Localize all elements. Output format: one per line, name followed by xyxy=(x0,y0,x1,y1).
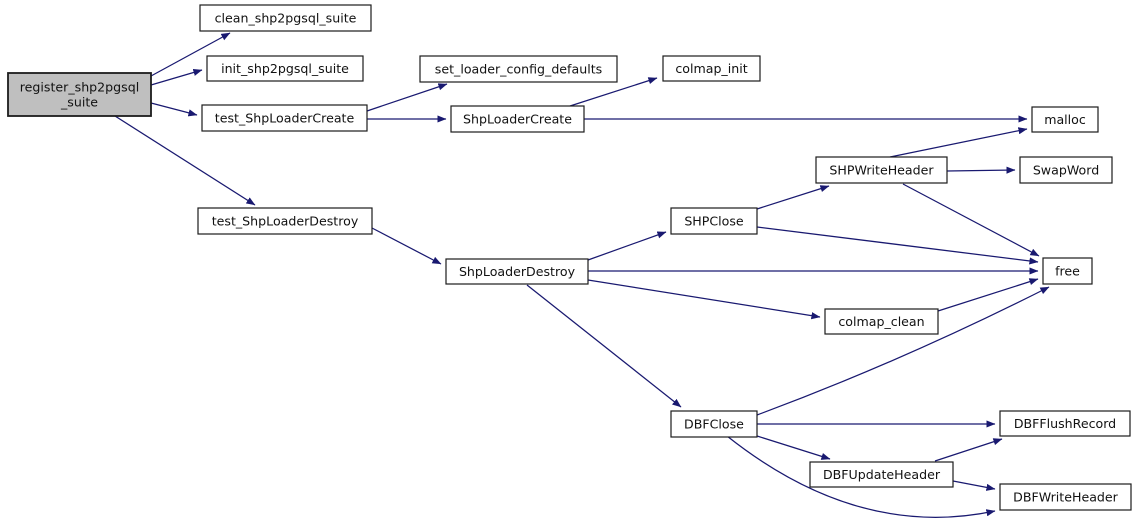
node-box xyxy=(206,55,364,82)
node-label: SHPClose xyxy=(684,214,744,229)
node-label: malloc xyxy=(1044,112,1086,127)
node-label: register_shp2pgsql_suite xyxy=(20,80,139,110)
node-label: SwapWord xyxy=(1033,163,1099,178)
node-malloc[interactable]: malloc xyxy=(1031,106,1099,133)
node-label: clean_shp2pgsql_suite xyxy=(215,11,357,26)
node-clean_shp2pgsql_suite[interactable]: clean_shp2pgsql_suite xyxy=(199,4,372,32)
node-box xyxy=(999,410,1131,437)
node-box xyxy=(197,207,373,235)
node-label: DBFUpdateHeader xyxy=(823,467,941,482)
node-label: colmap_clean xyxy=(838,314,924,329)
edge-colmap_clean-free xyxy=(937,278,1039,312)
node-ShpLoaderCreate[interactable]: ShpLoaderCreate xyxy=(450,105,585,133)
edges-layer xyxy=(114,32,1050,518)
node-init_shp2pgsql_suite[interactable]: init_shp2pgsql_suite xyxy=(206,55,364,82)
edge-DBFUpdateHeader-DBFWriteHeader xyxy=(952,480,996,491)
node-DBFWriteHeader[interactable]: DBFWriteHeader xyxy=(999,483,1132,511)
node-label: test_ShpLoaderCreate xyxy=(215,111,355,126)
node-label: SHPWriteHeader xyxy=(829,163,934,178)
node-DBFUpdateHeader[interactable]: DBFUpdateHeader xyxy=(809,461,954,488)
node-SwapWord[interactable]: SwapWord xyxy=(1019,156,1113,184)
node-test_ShpLoaderCreate[interactable]: test_ShpLoaderCreate xyxy=(201,104,368,132)
node-box xyxy=(824,308,939,335)
node-label: set_loader_config_defaults xyxy=(435,62,602,77)
edge-register_shp2pgsql_suite-test_ShpLoaderCreate xyxy=(150,102,198,117)
node-ShpLoaderDestroy[interactable]: ShpLoaderDestroy xyxy=(445,258,589,285)
node-box xyxy=(201,104,368,132)
nodes-layer: register_shp2pgsql_suite clean_shp2pgsql_… xyxy=(7,4,1132,511)
edge-register_shp2pgsql_suite-test_ShpLoaderDestroy xyxy=(114,115,256,206)
node-DBFFlushRecord[interactable]: DBFFlushRecord xyxy=(999,410,1131,437)
node-register_shp2pgsql_suite: register_shp2pgsql_suite xyxy=(7,72,152,117)
edge-DBFClose-DBFUpdateHeader xyxy=(756,435,831,460)
edge-DBFUpdateHeader-DBFFlushRecord xyxy=(934,438,1003,462)
edge-ShpLoaderCreate-colmap_init xyxy=(569,77,658,107)
node-DBFClose[interactable]: DBFClose xyxy=(670,410,758,438)
edge-SHPClose-SHPWriteHeader xyxy=(756,185,830,210)
node-box xyxy=(815,156,948,184)
node-set_loader_config_defaults[interactable]: set_loader_config_defaults xyxy=(419,55,618,83)
edge-ShpLoaderDestroy-SHPClose xyxy=(587,231,667,261)
node-label: DBFFlushRecord xyxy=(1014,416,1116,431)
node-box xyxy=(7,72,152,117)
edge-register_shp2pgsql_suite-clean_shp2pgsql_suite xyxy=(150,32,231,77)
node-box xyxy=(809,461,954,488)
edge-test_ShpLoaderCreate-set_loader_config_defaults xyxy=(366,83,448,112)
edge-test_ShpLoaderDestroy-ShpLoaderDestroy xyxy=(371,227,442,265)
edge-DBFClose-DBFWriteHeader xyxy=(726,435,996,518)
node-label: init_shp2pgsql_suite xyxy=(221,61,349,76)
node-box xyxy=(1042,257,1093,285)
edge-SHPWriteHeader-free xyxy=(902,183,1040,257)
node-box xyxy=(445,258,589,285)
node-label: ShpLoaderDestroy xyxy=(459,264,576,279)
edge-SHPClose-free xyxy=(756,226,1039,265)
node-colmap_clean[interactable]: colmap_clean xyxy=(824,308,939,335)
node-SHPClose[interactable]: SHPClose xyxy=(670,207,758,235)
node-box xyxy=(1019,156,1113,184)
node-box xyxy=(419,55,618,83)
node-free[interactable]: free xyxy=(1042,257,1093,285)
node-label: free xyxy=(1055,264,1080,279)
node-box xyxy=(199,4,372,32)
node-box xyxy=(662,55,761,82)
edge-SHPWriteHeader-SwapWord xyxy=(946,166,1016,174)
edge-SHPWriteHeader-malloc xyxy=(889,127,1028,158)
node-label: test_ShpLoaderDestroy xyxy=(212,214,359,229)
node-SHPWriteHeader[interactable]: SHPWriteHeader xyxy=(815,156,948,184)
edge-register_shp2pgsql_suite-init_shp2pgsql_suite xyxy=(150,68,203,86)
node-test_ShpLoaderDestroy[interactable]: test_ShpLoaderDestroy xyxy=(197,207,373,235)
node-box xyxy=(999,483,1132,511)
node-label: ShpLoaderCreate xyxy=(463,112,572,127)
edge-DBFClose-free xyxy=(756,286,1050,416)
node-box xyxy=(670,410,758,438)
node-colmap_init[interactable]: colmap_init xyxy=(662,55,761,82)
node-box xyxy=(1031,106,1099,133)
edge-ShpLoaderDestroy-colmap_clean xyxy=(587,279,821,320)
node-box xyxy=(450,105,585,133)
edge-ShpLoaderDestroy-DBFClose xyxy=(526,284,682,408)
node-label: DBFClose xyxy=(684,417,744,432)
node-label: colmap_init xyxy=(675,61,747,76)
node-label: DBFWriteHeader xyxy=(1013,490,1119,505)
node-box xyxy=(670,207,758,235)
